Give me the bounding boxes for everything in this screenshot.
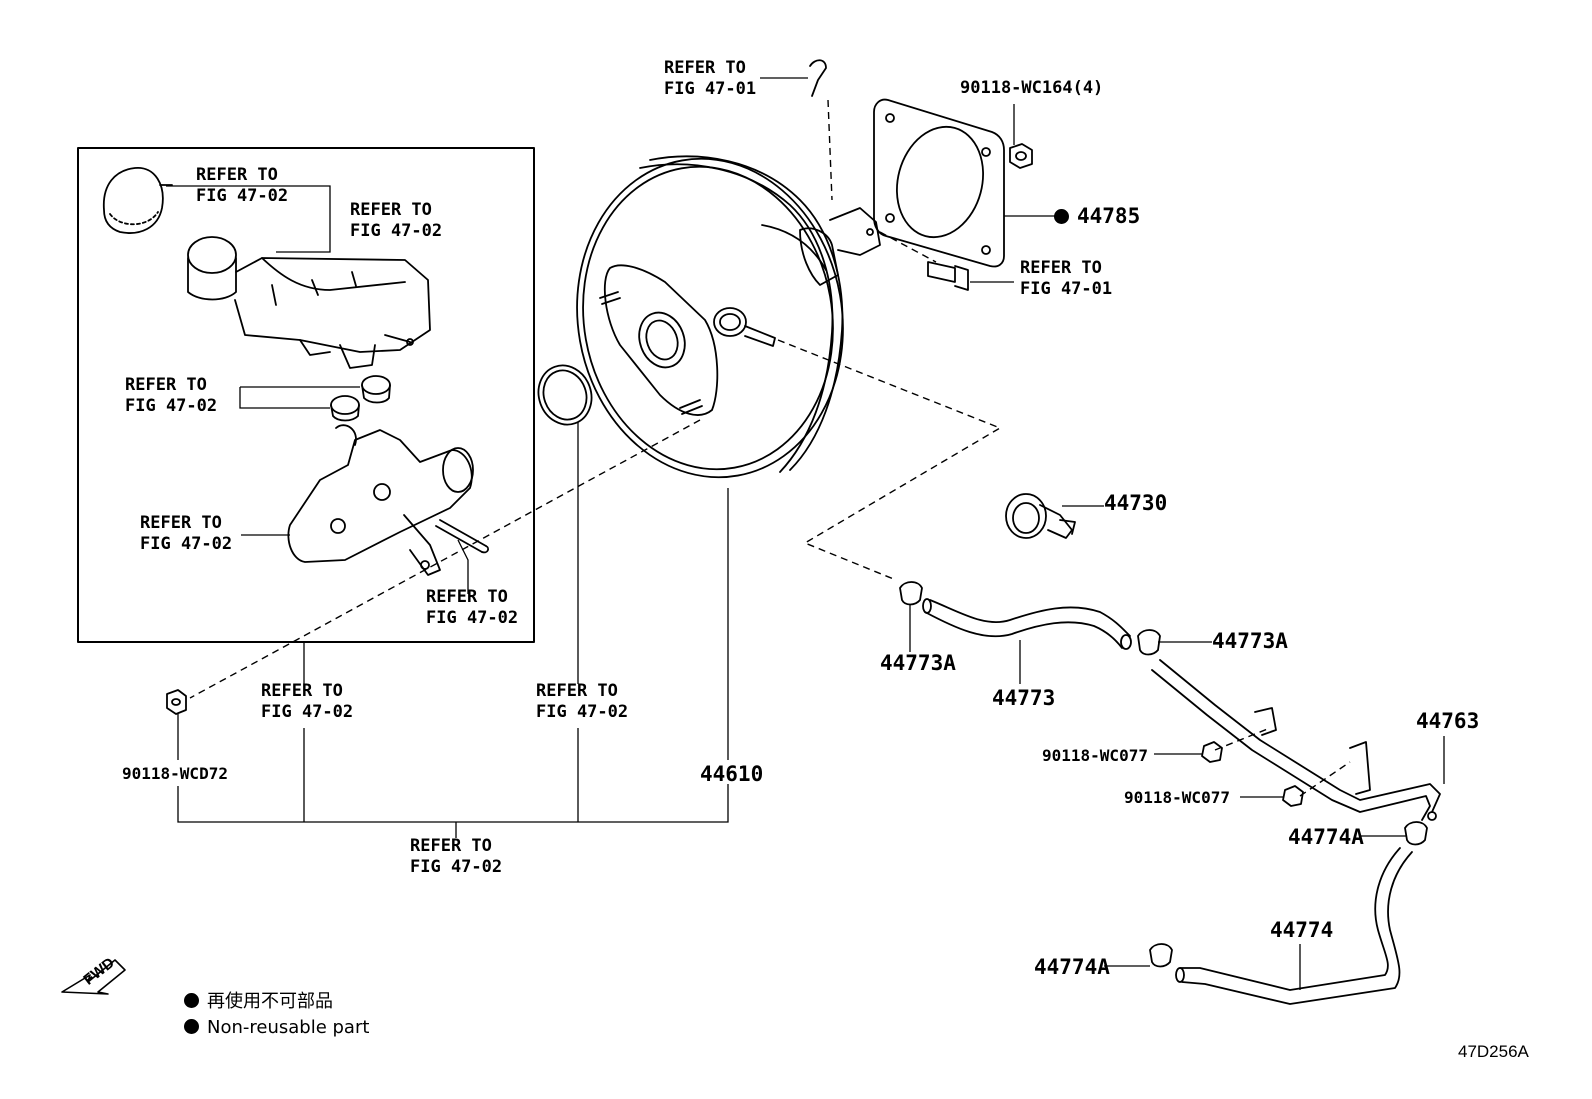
refer-line-1: REFER TO [664,58,746,78]
o-ring-drawing [537,364,593,426]
clamp-drawings [899,581,1428,968]
pin-drawing [435,519,489,554]
refer-line-2: FIG 47-02 [410,857,503,877]
part-number-nut-left[interactable]: 90118-WCD72 [122,764,228,783]
part-number-clamp-mid[interactable]: 44774A [1288,825,1364,849]
hose-lower-drawing [1175,847,1413,1005]
refer-line-2: FIG 47-02 [426,608,519,628]
pipe-drawing [1151,659,1441,821]
refer-line-2: FIG 47-02 [261,702,354,722]
legend-english-text: Non-reusable part [207,1017,370,1038]
non-reusable-dot-icon [184,1019,199,1034]
refer-line-2: FIG 47-01 [1020,279,1113,299]
reservoir-cap-drawing [102,167,173,234]
part-number-clamp-left[interactable]: 44773A [880,651,956,675]
refer-fig-47-02-bottom[interactable]: REFER TO FIG 47-02 [410,836,502,878]
part-number-pipe[interactable]: 44763 [1416,709,1480,733]
refer-line-2: FIG 47-02 [350,221,443,241]
part-number-gasket-text: 44785 [1077,204,1141,228]
refer-line-1: REFER TO [410,836,492,856]
diagram-id: 47D256A [1458,1042,1529,1061]
refer-line-1: REFER TO [140,513,222,533]
grommets-drawing [330,375,391,422]
part-number-clamp-bottom[interactable]: 44774A [1034,955,1110,979]
legend-japanese-text: 再使用不可部品 [207,991,333,1012]
part-number-booster[interactable]: 44610 [700,762,764,786]
refer-line-1: REFER TO [350,200,432,220]
reservoir-tank-drawing [187,236,431,369]
part-number-check-valve[interactable]: 44730 [1104,491,1168,515]
nut-top-drawing [1009,143,1033,169]
nut-left-drawing [166,689,187,715]
assembly-lines [189,99,1351,797]
part-number-hose-upper[interactable]: 44773 [992,686,1056,710]
refer-line-2: FIG 47-02 [140,534,233,554]
refer-fig-47-02-reservoir[interactable]: REFER TO FIG 47-02 [350,200,442,242]
part-number-bolt-lower[interactable]: 90118-WC077 [1124,788,1230,807]
part-number-nut-top[interactable]: 90118-WC164(4) [960,78,1104,98]
refer-line-2: FIG 47-02 [125,396,218,416]
clip-drawing [809,59,827,97]
part-number-gasket[interactable]: 44785 [1054,204,1140,228]
refer-line-2: FIG 47-01 [664,79,757,99]
refer-fig-47-02-oring[interactable]: REFER TO FIG 47-02 [536,681,628,723]
check-valve-drawing [1005,493,1076,539]
fwd-arrow-icon [61,959,126,995]
refer-line-1: REFER TO [426,587,508,607]
master-cylinder-group-box [77,147,535,643]
refer-fig-47-02-cap[interactable]: REFER TO FIG 47-02 [196,165,288,207]
legend-english: Non-reusable part [184,1016,369,1040]
bolt-drawings [1201,741,1304,807]
refer-fig-47-02-box-bottom[interactable]: REFER TO FIG 47-02 [261,681,353,723]
leader-lines [166,77,1445,990]
refer-line-1: REFER TO [261,681,343,701]
refer-fig-47-01-right[interactable]: REFER TO FIG 47-01 [1020,258,1112,300]
non-reusable-dot-icon [184,993,199,1008]
legend-japanese: 再使用不可部品 [184,990,333,1014]
refer-fig-47-02-master-cylinder[interactable]: REFER TO FIG 47-02 [140,513,232,555]
master-cylinder-drawing [287,424,474,576]
part-number-bolt-upper[interactable]: 90118-WC077 [1042,746,1148,765]
refer-line-1: REFER TO [1020,258,1102,278]
refer-line-1: REFER TO [536,681,618,701]
refer-fig-47-02-pin[interactable]: REFER TO FIG 47-02 [426,587,518,629]
refer-fig-47-02-grommets[interactable]: REFER TO FIG 47-02 [125,375,217,417]
refer-fig-47-01-top[interactable]: REFER TO FIG 47-01 [664,58,756,100]
refer-line-2: FIG 47-02 [536,702,629,722]
clevis-pin-drawing [927,261,969,291]
part-number-hose-lower[interactable]: 44774 [1270,918,1334,942]
refer-line-2: FIG 47-02 [196,186,289,206]
gasket-drawing [873,98,1005,268]
brake-booster-drawing [576,155,881,479]
hose-upper-drawing [922,598,1132,650]
refer-line-1: REFER TO [196,165,278,185]
part-number-clamp-right[interactable]: 44773A [1212,629,1288,653]
non-reusable-dot-icon [1054,209,1069,224]
refer-line-1: REFER TO [125,375,207,395]
